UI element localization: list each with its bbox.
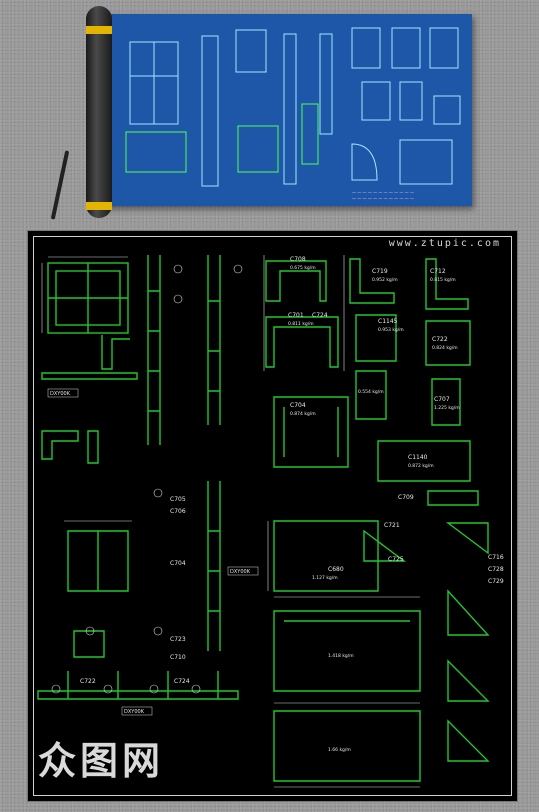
- label-c724b: C724: [174, 678, 190, 685]
- rolled-blueprint-poster: — — — — — — — — — — — — — — — — — — — — …: [102, 14, 472, 206]
- label-c721: C721: [384, 522, 400, 529]
- stamps: DXY00K DXY00K DXY00K: [47, 388, 259, 716]
- watermark-logo: 众图网: [38, 739, 165, 783]
- dimension-lines: [41, 255, 420, 788]
- label-c707: C707: [434, 396, 450, 403]
- label-c728: C728: [488, 566, 504, 573]
- weight-1: 0.675 kg/m: [290, 265, 316, 271]
- label-c729: C729: [488, 578, 504, 585]
- label-c1145: C1145: [378, 318, 398, 325]
- tube-top-band: [86, 26, 112, 34]
- weight-9: 0.874 kg/m: [290, 411, 316, 417]
- label-c723: C723: [170, 636, 186, 643]
- svg-text:— — — — — — — — — — — —: — — — — — — — — — — — —: [352, 196, 414, 201]
- label-c709: C709: [398, 494, 414, 501]
- label-c722: C722: [432, 336, 448, 343]
- blueprint-drawing: — — — — — — — — — — — — — — — — — — — — …: [125, 27, 461, 201]
- weight-10: 0.872 kg/m: [408, 463, 434, 469]
- label-c725: C725: [388, 556, 404, 563]
- tube-bottom-band: [86, 202, 112, 210]
- stamp-1: DXY00K: [50, 391, 71, 397]
- label-c680: C680: [328, 566, 344, 573]
- weight-7: 0.554 kg/m: [358, 389, 384, 395]
- cad-drawing: C708 C719 C712 C701 C724 C1145 C722 C704…: [37, 255, 504, 788]
- weight-labels: 0.675 kg/m 0.952 kg/m 0.815 kg/m 0.811 k…: [288, 265, 460, 753]
- weight-12: 1.418 kg/m: [328, 653, 354, 659]
- label-c708: C708: [290, 256, 306, 263]
- label-c1140: C1140: [408, 454, 428, 461]
- sheet-border: [33, 236, 512, 796]
- green-profiles: [37, 255, 490, 782]
- weight-11: 1.127 kg/m: [312, 575, 338, 581]
- label-c710: C710: [170, 654, 186, 661]
- weight-8: 1.225 kg/m: [434, 405, 460, 411]
- label-c704: C704: [290, 402, 306, 409]
- label-c712: C712: [430, 268, 446, 275]
- svg-text:— — — — — — — — — — — —: — — — — — — — — — — — —: [352, 190, 414, 195]
- watermark-url: www.ztupic.com: [388, 238, 501, 249]
- cad-sheet: www.ztupic.com: [27, 230, 518, 802]
- weight-13: 1.66 kg/m: [328, 747, 351, 753]
- weight-6: 0.824 kg/m: [432, 345, 458, 351]
- section-labels: C708 C719 C712 C701 C724 C1145 C722 C704…: [80, 256, 504, 685]
- label-c705: C705: [170, 496, 186, 503]
- label-c704b: C704: [170, 560, 186, 567]
- label-c724: C724: [312, 312, 328, 319]
- paper-roll-tube: [86, 6, 112, 218]
- label-c722b: C722: [80, 678, 96, 685]
- label-c706: C706: [170, 508, 186, 515]
- weight-4: 0.811 kg/m: [288, 321, 314, 327]
- weight-2: 0.952 kg/m: [372, 277, 398, 283]
- weight-3: 0.815 kg/m: [430, 277, 456, 283]
- label-c701: C701: [288, 312, 304, 319]
- stamp-3: DXY00K: [124, 709, 145, 715]
- label-c716: C716: [488, 554, 504, 561]
- label-c719: C719: [372, 268, 388, 275]
- stamp-2: DXY00K: [230, 569, 251, 575]
- weight-5: 0.953 kg/m: [378, 327, 404, 333]
